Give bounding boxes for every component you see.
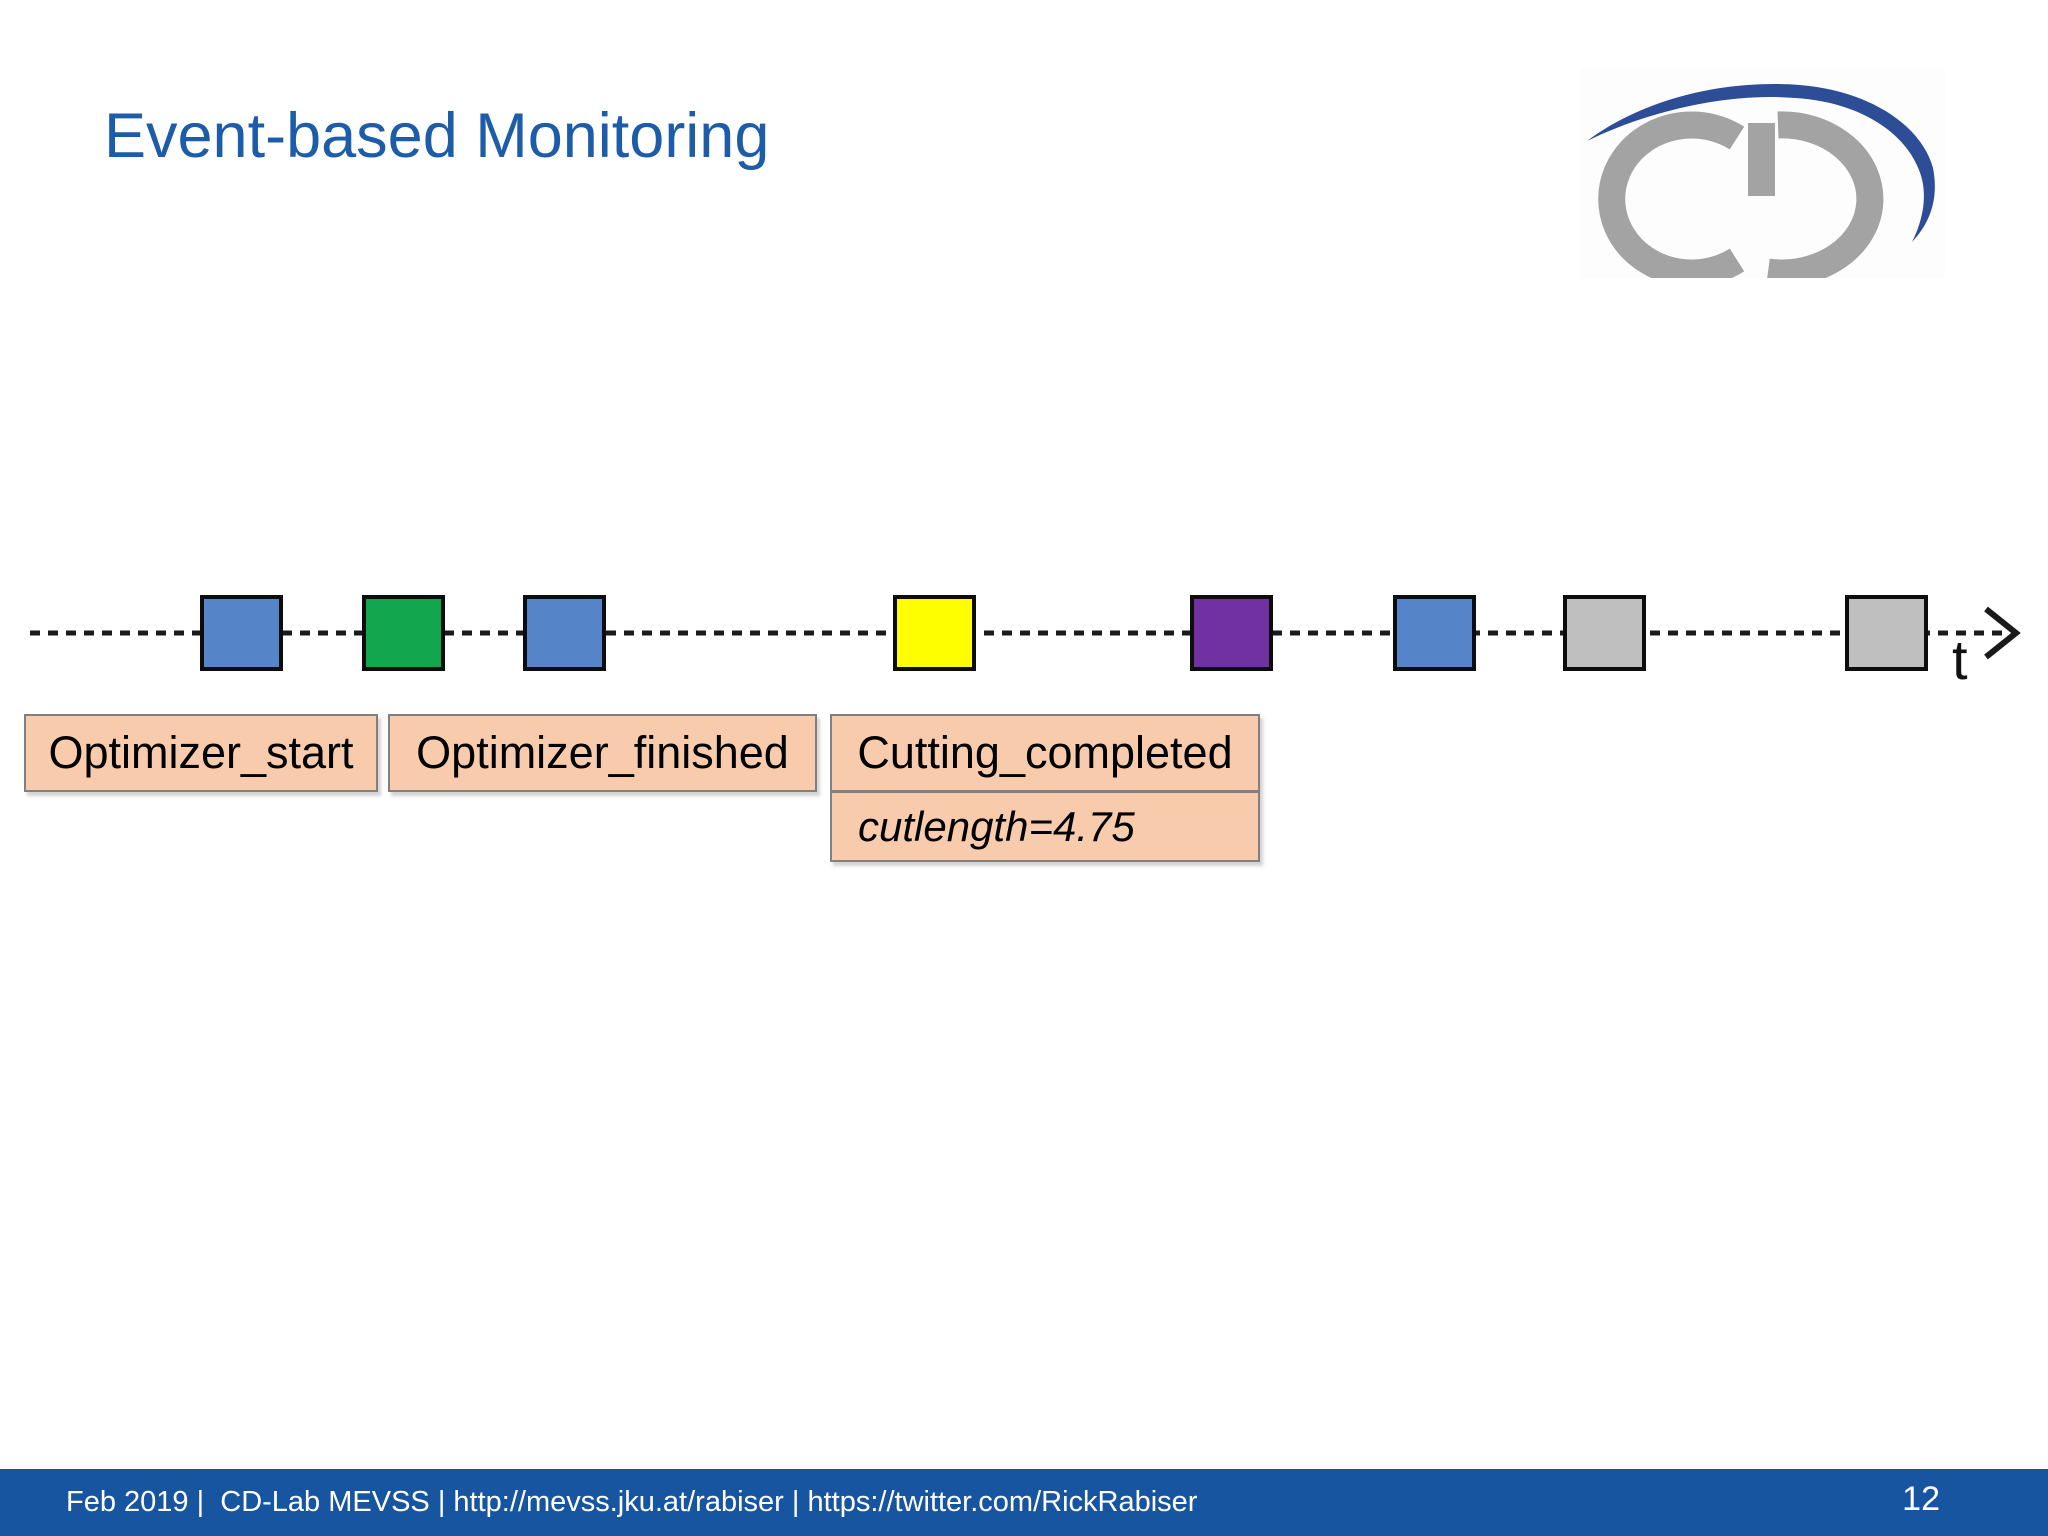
label-cutting-completed: Cutting_completed bbox=[830, 714, 1260, 792]
time-axis-label: t bbox=[1952, 628, 1968, 691]
event-timeline: t bbox=[0, 575, 2048, 695]
event-optimizer-finished bbox=[362, 595, 445, 671]
event-gray-1 bbox=[1563, 595, 1646, 671]
time-axis bbox=[30, 606, 2021, 660]
slide-title: Event-based Monitoring bbox=[104, 101, 770, 171]
time-axis-arrowhead bbox=[1984, 606, 2021, 660]
footer-bar: Feb 2019 | CD-Lab MEVSS | http://mevss.j… bbox=[0, 1469, 2048, 1536]
event-blue-3 bbox=[1393, 595, 1476, 671]
page-number: 12 bbox=[1902, 1480, 1940, 1518]
logo-letter-c bbox=[1598, 111, 1745, 278]
cd-lab-logo bbox=[1580, 68, 1945, 278]
event-blue-2 bbox=[523, 595, 606, 671]
logo-letter-d-stem bbox=[1748, 123, 1775, 196]
label-optimizer-start: Optimizer_start bbox=[24, 714, 378, 792]
event-purple bbox=[1190, 595, 1273, 671]
event-optimizer-start bbox=[200, 595, 283, 671]
event-cutting-completed bbox=[893, 595, 976, 671]
label-cutting-completed-attribute: cutlength=4.75 bbox=[830, 792, 1260, 862]
label-optimizer-finished: Optimizer_finished bbox=[388, 714, 817, 792]
event-gray-2 bbox=[1845, 595, 1928, 671]
cd-logo-graphic bbox=[1587, 84, 1935, 278]
logo-letter-d-bowl bbox=[1767, 111, 1884, 278]
footer-text: Feb 2019 | CD-Lab MEVSS | http://mevss.j… bbox=[66, 1486, 1198, 1518]
